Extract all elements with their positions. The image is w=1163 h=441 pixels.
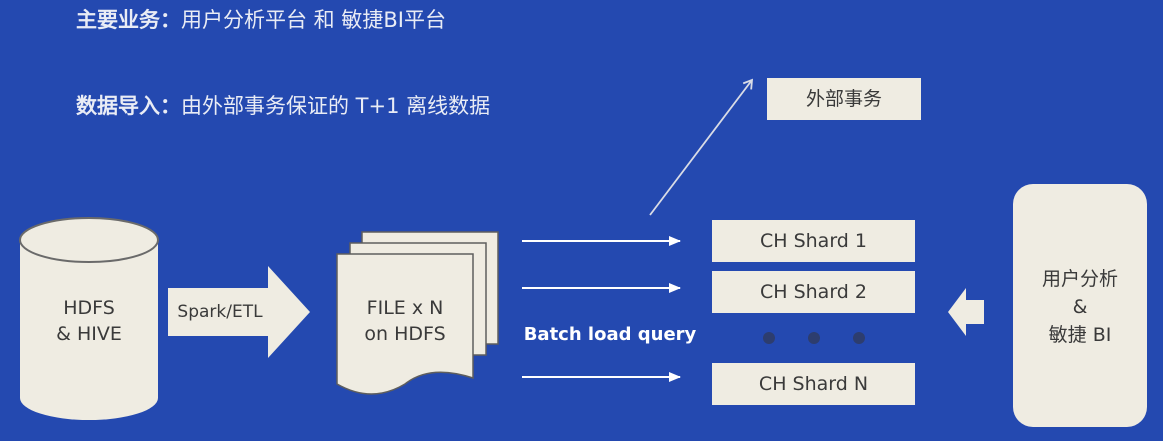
business-value: 用户分析平台 和 敏捷BI平台 [181,8,446,32]
business-label: 主要业务： [76,8,181,32]
shard-n-label: CH Shard N [758,373,869,395]
ellipsis-dot-2 [808,332,820,344]
external-transaction-box [767,78,921,120]
ellipsis-dot-3 [853,332,865,344]
business-line: 主要业务：用户分析平台 和 敏捷BI平台 [76,4,446,34]
client-label-line2: & [1072,296,1088,318]
hdfs-label: HDFS & HIVE [20,295,158,347]
client-label-line3: 敏捷 BI [1048,324,1112,346]
shard-1-label: CH Shard 1 [759,230,867,252]
hdfs-label-line1: HDFS [63,297,115,319]
batch-load-label: Batch load query [523,324,697,345]
shard-n-box [712,363,915,405]
client-label: 用户分析 & 敏捷 BI [1013,265,1147,349]
hdfs-label-line2: & HIVE [56,323,122,345]
file-label: FILE x N on HDFS [337,295,473,347]
ellipsis-dot-1 [763,332,775,344]
import-label: 数据导入： [76,94,181,118]
hdfs-hive-cylinder [19,217,159,420]
file-label-line2: on HDFS [364,323,446,345]
external-transaction-arrow [649,78,754,216]
query-arrow-left [948,288,984,336]
spark-etl-label: Spark/ETL [177,302,263,322]
import-line: 数据导入：由外部事务保证的 T+1 离线数据 [76,90,490,120]
client-label-line1: 用户分析 [1041,268,1118,290]
shard-2-label: CH Shard 2 [759,281,867,303]
shard-2-box [712,271,915,313]
spark-etl-arrow [168,266,310,358]
client-box [1013,184,1147,427]
shard-1-box [712,220,915,262]
file-label-line1: FILE x N [366,297,444,319]
file-stack [336,231,499,395]
external-transaction-label: 外部事务 [805,88,882,110]
import-value: 由外部事务保证的 T+1 离线数据 [181,94,491,118]
